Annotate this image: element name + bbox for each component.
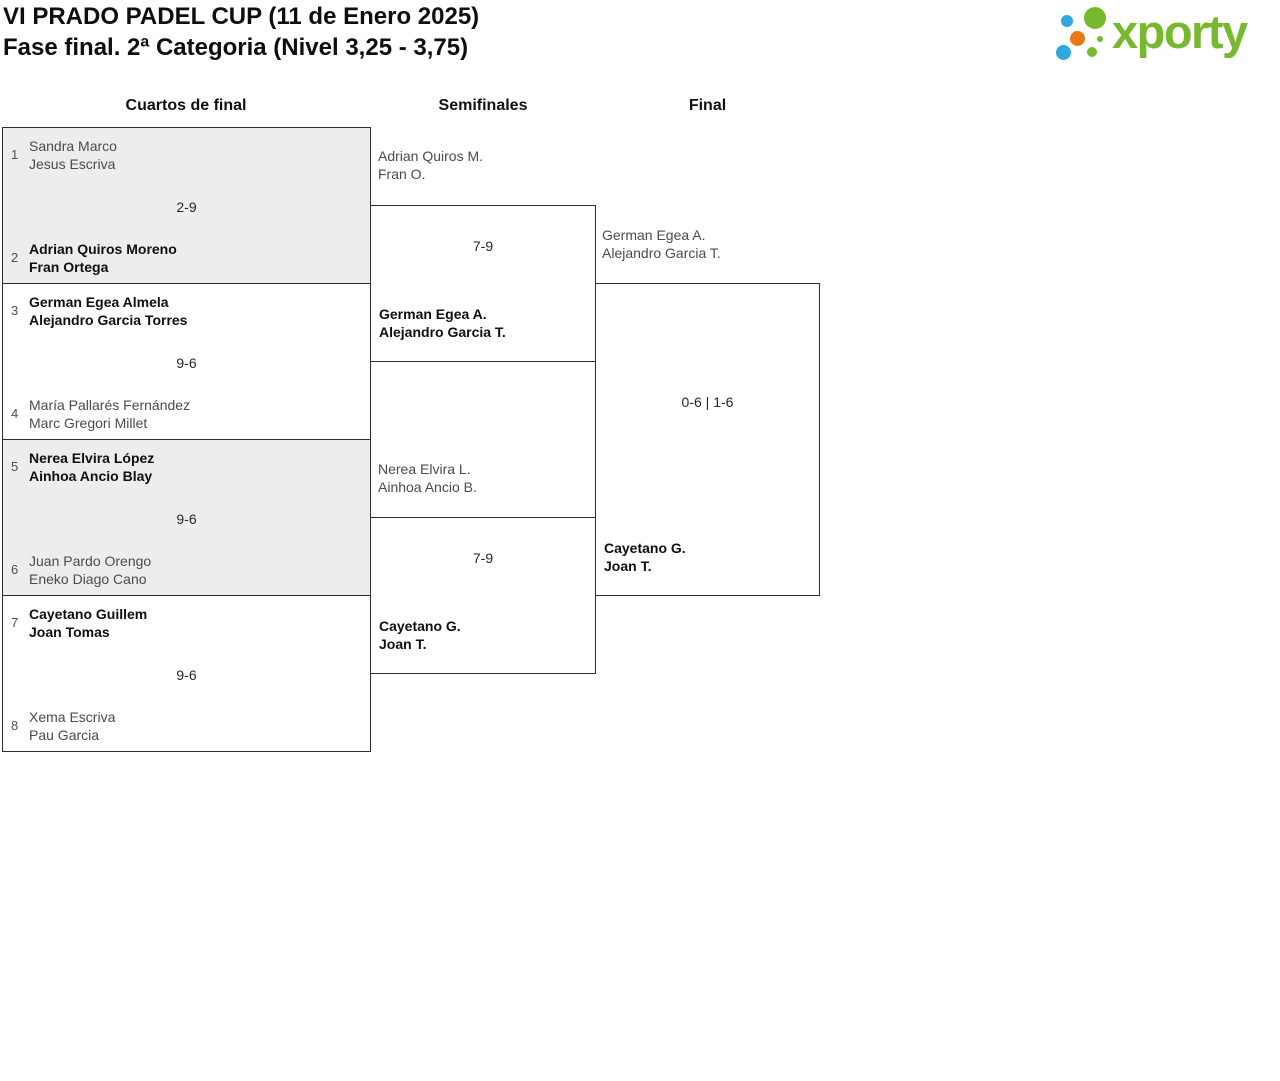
player-name: Sandra Marco bbox=[29, 138, 117, 154]
player-name: Ainhoa Ancio Blay bbox=[29, 468, 153, 484]
seed-number: 2 bbox=[11, 250, 19, 265]
qf-match-3: 5 Nerea Elvira López Ainhoa Ancio Blay 9… bbox=[2, 439, 371, 596]
player-name: Joan Tomas bbox=[29, 624, 110, 640]
team-players: Nerea Elvira L. Ainhoa Ancio B. bbox=[378, 460, 477, 496]
logo-dot-icon bbox=[1056, 45, 1071, 60]
qf-match-4: 7 Cayetano Guillem Joan Tomas 9-6 8 Xema… bbox=[2, 595, 371, 752]
player-name: Xema Escriva bbox=[29, 709, 116, 725]
column-header-cuartos: Cuartos de final bbox=[125, 97, 247, 114]
sf-match-2: 7-9 Cayetano G. Joan T. bbox=[370, 517, 596, 674]
team-players: Cayetano G. Joan T. bbox=[379, 617, 461, 653]
xporty-logo-text: xporty bbox=[1112, 5, 1248, 58]
logo-dot-icon bbox=[1061, 15, 1073, 27]
player-name: Fran O. bbox=[378, 166, 426, 182]
team-players: Nerea Elvira López Ainhoa Ancio Blay bbox=[29, 449, 154, 485]
team-players: Adrian Quiros Moreno Fran Ortega bbox=[29, 240, 177, 276]
seed-number: 6 bbox=[11, 562, 19, 577]
logo-dot-icon bbox=[1087, 47, 1097, 57]
match-score: 0-6 | 1-6 bbox=[681, 394, 734, 410]
player-name: Nerea Elvira López bbox=[29, 450, 155, 466]
logo-dot-icon bbox=[1070, 31, 1085, 46]
player-name: Eneko Diago Cano bbox=[29, 571, 147, 587]
seed-number: 3 bbox=[11, 303, 19, 318]
seed-number: 5 bbox=[11, 459, 19, 474]
player-name: German Egea Almela bbox=[29, 294, 169, 310]
team-players: German Egea Almela Alejandro Garcia Torr… bbox=[29, 293, 187, 329]
team-players: Xema Escriva Pau Garcia bbox=[29, 708, 115, 744]
player-name: Fran Ortega bbox=[29, 259, 109, 275]
player-name: Cayetano G. bbox=[604, 540, 686, 556]
player-name: Joan T. bbox=[379, 636, 427, 652]
match-score: 9-6 bbox=[176, 355, 197, 371]
sf-match-1: 7-9 German Egea A. Alejandro Garcia T. bbox=[370, 205, 596, 362]
player-name: Marc Gregori Millet bbox=[29, 415, 148, 431]
player-name: Jesus Escriva bbox=[29, 156, 116, 172]
team-players: German Egea A. Alejandro Garcia T. bbox=[602, 226, 721, 262]
xporty-logo[interactable]: xporty bbox=[1050, 0, 1280, 72]
seed-number: 8 bbox=[11, 718, 19, 733]
player-name: Nerea Elvira L. bbox=[378, 461, 471, 477]
team-players: María Pallarés Fernández Marc Gregori Mi… bbox=[29, 396, 190, 432]
player-name: Alejandro Garcia T. bbox=[602, 245, 721, 261]
match-score: 2-9 bbox=[176, 199, 197, 215]
seed-number: 7 bbox=[11, 615, 19, 630]
team-players: Cayetano Guillem Joan Tomas bbox=[29, 605, 147, 641]
seed-number: 4 bbox=[11, 406, 19, 421]
player-name: German Egea A. bbox=[379, 306, 487, 322]
column-header-final: Final bbox=[688, 97, 727, 114]
match-score: 7-9 bbox=[472, 238, 494, 254]
match-score: 9-6 bbox=[176, 511, 197, 527]
logo-dot-icon bbox=[1097, 36, 1103, 42]
player-name: Alejandro Garcia Torres bbox=[29, 312, 188, 328]
page-title: VI PRADO PADEL CUP (11 de Enero 2025) Fa… bbox=[3, 1, 479, 63]
team-players: German Egea A. Alejandro Garcia T. bbox=[379, 305, 506, 341]
player-name: Ainhoa Ancio B. bbox=[378, 479, 477, 495]
player-name: Pau Garcia bbox=[29, 727, 100, 743]
match-score: 7-9 bbox=[472, 550, 494, 566]
player-name: Cayetano G. bbox=[379, 618, 461, 634]
player-name: Juan Pardo Orengo bbox=[29, 553, 152, 569]
player-name: Joan T. bbox=[604, 558, 652, 574]
seed-number: 1 bbox=[11, 147, 19, 162]
player-name: Adrian Quiros Moreno bbox=[29, 241, 177, 257]
tournament-title: VI PRADO PADEL CUP (11 de Enero 2025) bbox=[3, 3, 480, 30]
player-name: María Pallarés Fernández bbox=[29, 397, 191, 413]
column-header-semifinales: Semifinales bbox=[438, 97, 528, 114]
team-players: Adrian Quiros M. Fran O. bbox=[378, 147, 483, 183]
tournament-subtitle: Fase final. 2ª Categoria (Nivel 3,25 - 3… bbox=[3, 34, 469, 61]
final-match: 0-6 | 1-6 Cayetano G. Joan T. bbox=[595, 283, 820, 596]
player-name: Cayetano Guillem bbox=[29, 606, 148, 622]
qf-match-2: 3 German Egea Almela Alejandro Garcia To… bbox=[2, 283, 371, 440]
match-score: 9-6 bbox=[176, 667, 197, 683]
logo-dot-icon bbox=[1084, 7, 1106, 29]
player-name: Adrian Quiros M. bbox=[378, 148, 484, 164]
team-players: Juan Pardo Orengo Eneko Diago Cano bbox=[29, 552, 151, 588]
qf-match-1: 1 Sandra Marco Jesus Escriva 2-9 2 Adria… bbox=[2, 127, 371, 284]
team-players: Sandra Marco Jesus Escriva bbox=[29, 137, 117, 173]
team-players: Cayetano G. Joan T. bbox=[604, 539, 686, 575]
player-name: German Egea A. bbox=[602, 227, 706, 243]
player-name: Alejandro Garcia T. bbox=[379, 324, 506, 340]
